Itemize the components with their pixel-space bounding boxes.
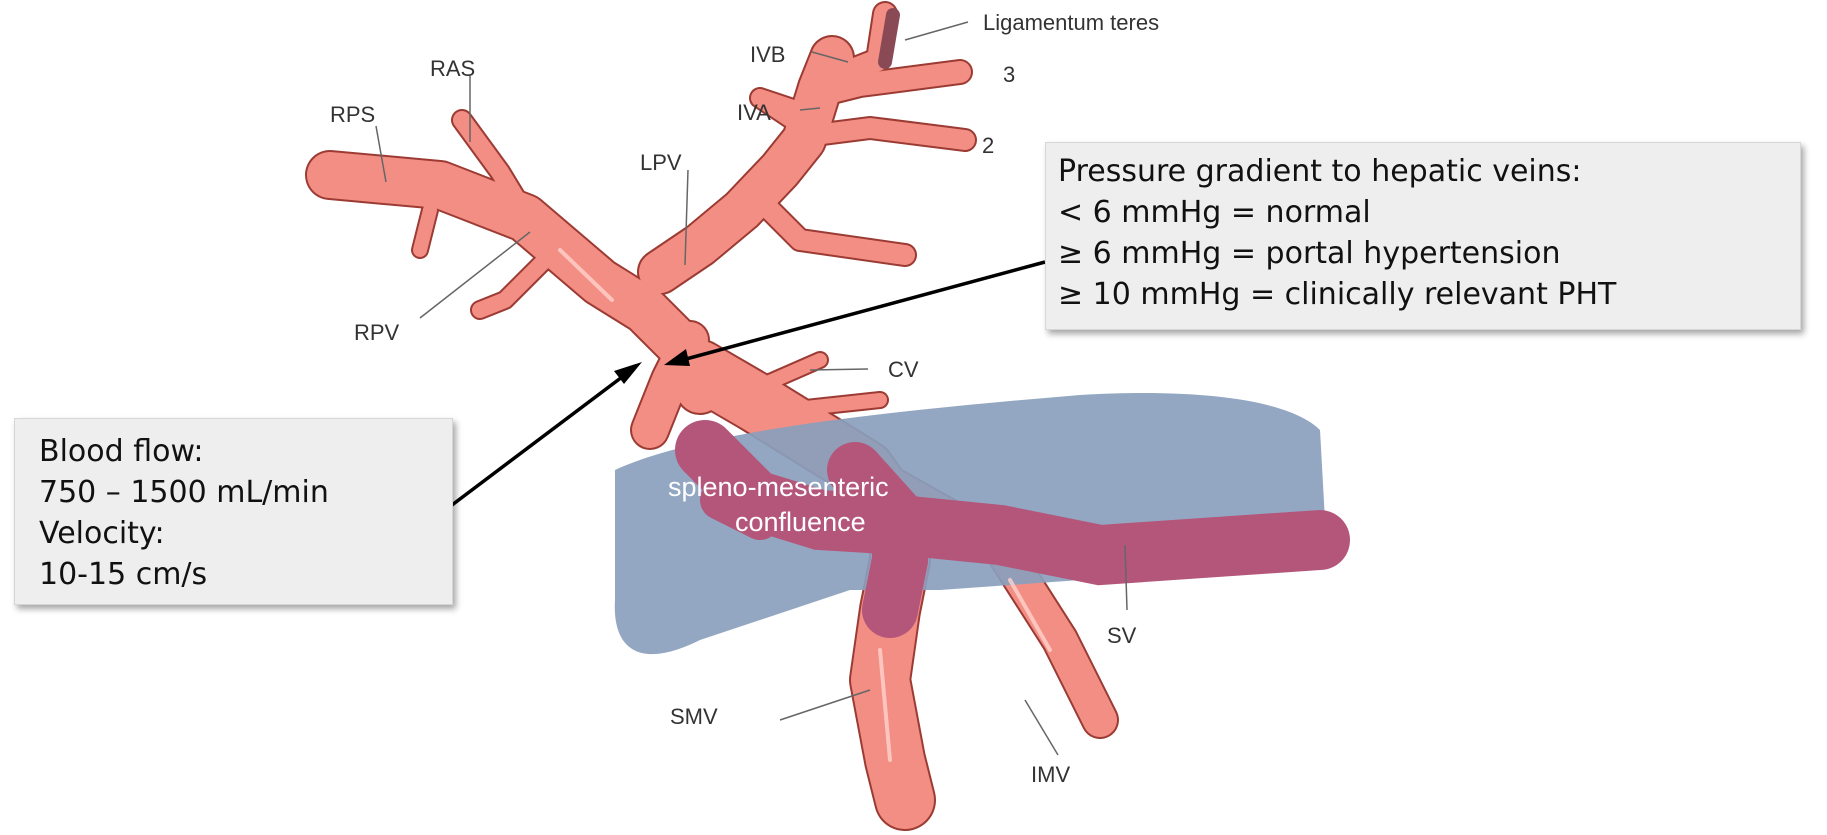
label-confluence-line2: confluence — [735, 507, 866, 537]
velocity-value: 10-15 cm/s — [39, 554, 452, 595]
label-rpv: RPV — [354, 320, 400, 345]
ligamentum-teres — [885, 15, 893, 62]
blood-flow-value: 750 – 1500 mL/min — [39, 472, 452, 513]
label-ivb: IVB — [750, 42, 785, 67]
pressure-clinical-line: ≥ 10 mmHg = clinically relevant PHT — [1058, 274, 1800, 315]
blood-flow-label: Blood flow: — [39, 431, 452, 472]
label-imv: IMV — [1031, 762, 1070, 787]
label-ligamentum-teres: Ligamentum teres — [983, 10, 1159, 35]
label-cv: CV — [888, 357, 919, 382]
label-segment-3: 3 — [1003, 62, 1015, 87]
pressure-box-title: Pressure gradient to hepatic veins: — [1058, 151, 1800, 192]
label-confluence-line1: spleno-mesenteric — [668, 472, 889, 502]
label-iva: IVA — [737, 100, 771, 125]
pressure-hypertension-line: ≥ 6 mmHg = portal hypertension — [1058, 233, 1800, 274]
label-ras: RAS — [430, 56, 475, 81]
pressure-gradient-box: Pressure gradient to hepatic veins: < 6 … — [1045, 142, 1801, 330]
label-lpv: LPV — [640, 150, 682, 175]
velocity-label: Velocity: — [39, 513, 452, 554]
label-sv: SV — [1107, 623, 1137, 648]
pressure-normal-line: < 6 mmHg = normal — [1058, 192, 1800, 233]
label-rps: RPS — [330, 102, 375, 127]
label-segment-2: 2 — [982, 133, 994, 158]
blood-flow-box: Blood flow: 750 – 1500 mL/min Velocity: … — [14, 418, 453, 605]
label-smv: SMV — [670, 704, 718, 729]
